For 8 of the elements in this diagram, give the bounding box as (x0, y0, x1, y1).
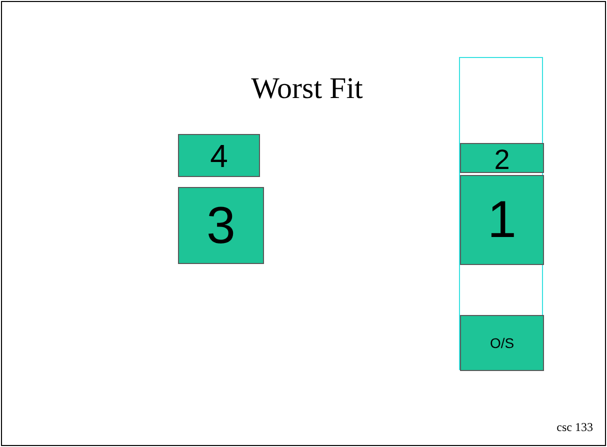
memory-column (459, 57, 543, 370)
memory-block: O/S (460, 315, 544, 371)
memory-block: 4 (178, 134, 260, 177)
memory-block: 1 (460, 175, 544, 265)
footer-note: csc 133 (556, 420, 593, 435)
memory-block: 2 (460, 143, 544, 173)
memory-block: 3 (178, 187, 264, 264)
slide-title: Worst Fit (250, 72, 364, 106)
